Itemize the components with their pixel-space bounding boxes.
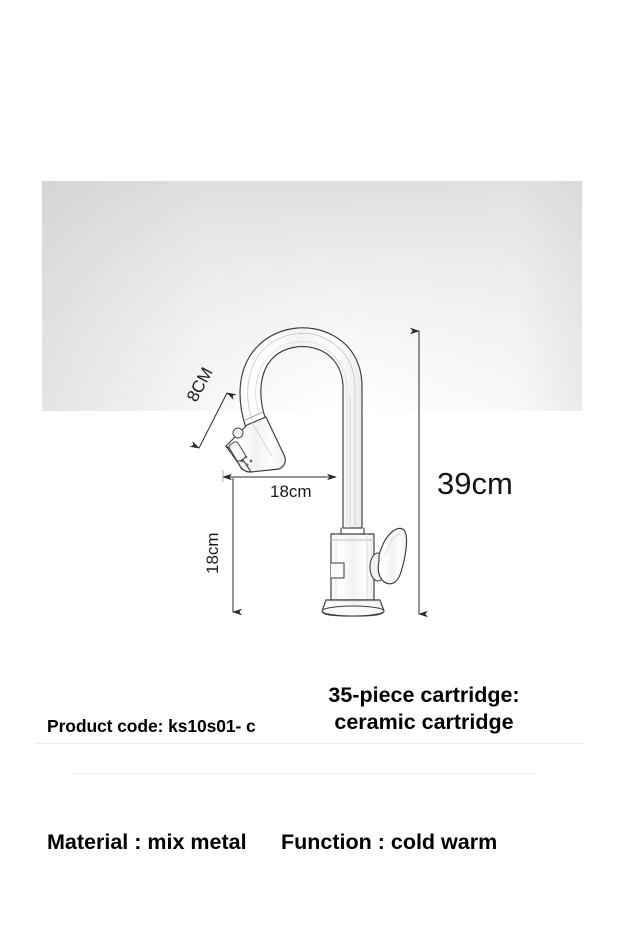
- specification-block: Product code: ks10s01- c 35-piece cartri…: [0, 660, 621, 931]
- dimension-label-total-height: 39cm: [437, 466, 513, 501]
- sprayer-mode-button: [232, 427, 244, 439]
- image-backdrop-vignette: [42, 181, 582, 411]
- spec-row-product-code-cartridge: Product code: ks10s01- c 35-piece cartri…: [0, 682, 621, 742]
- dimension-label-spout-height: 18cm: [203, 532, 222, 574]
- valve-side-stub: [330, 562, 345, 579]
- spec-cartridge-line-1: 35-piece cartridge:: [328, 683, 520, 707]
- faucet-body-group: [225, 327, 408, 617]
- spec-material: Material : mix metal: [47, 830, 247, 854]
- spec-row-material-function: Material : mix metal Function : cold war…: [0, 744, 621, 854]
- flange-base-ellipse: [321, 605, 385, 617]
- riser-to-body-collar: [340, 527, 365, 535]
- handle-inner-line: [384, 533, 402, 557]
- spec-product-code: Product code: ks10s01- c: [47, 716, 256, 736]
- dimension-lines: [189, 327, 428, 618]
- spec-divider-1: [36, 743, 584, 744]
- spout-inner-line-1: [247, 332, 356, 529]
- spec-cartridge: 35-piece cartridge: ceramic cartridge: [305, 682, 543, 736]
- faucet-lever-handle: [377, 527, 408, 585]
- dimension-label-spout-reach: 18cm: [270, 482, 312, 501]
- product-image: 8CM 18cm 18cm 39cm: [42, 181, 582, 618]
- spec-function: Function : cold warm: [281, 830, 498, 854]
- spec-divider-2: [72, 773, 537, 774]
- spout-inner-line-2: [255, 341, 348, 529]
- sprayer-head-seam: [251, 422, 273, 457]
- dim-line-8cm: [189, 392, 237, 449]
- sprayer-head-collar: [242, 411, 264, 422]
- faucet-technical-drawing: [189, 327, 428, 618]
- spec-cartridge-line-2: ceramic cartridge: [334, 710, 514, 734]
